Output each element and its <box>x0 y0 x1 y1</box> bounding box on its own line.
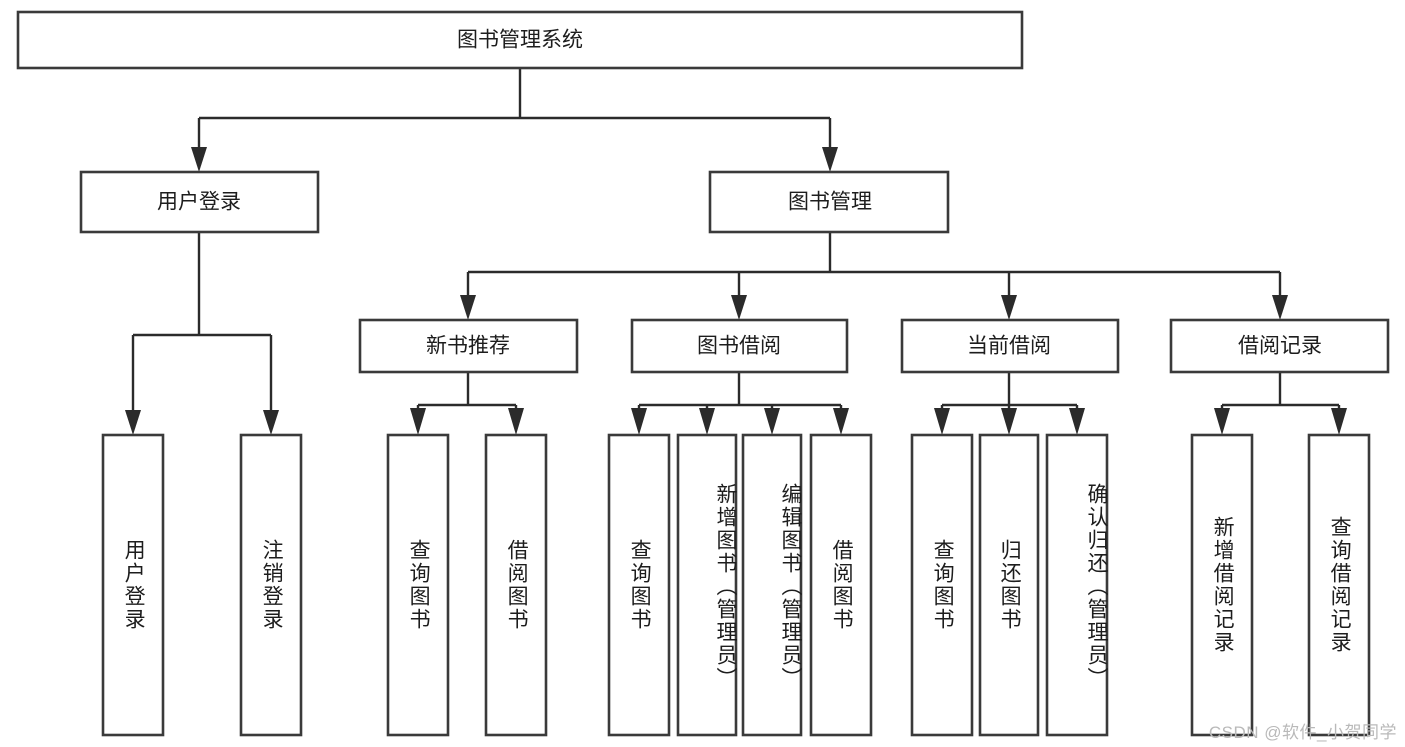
node-box-user-login[interactable] <box>79 170 320 234</box>
node-box-leaf-borrow-book-2[interactable] <box>809 433 873 737</box>
node-box-leaf-return-book[interactable] <box>978 433 1040 737</box>
node-box-leaf-add-record[interactable] <box>1190 433 1254 737</box>
arrow-user-login <box>191 147 207 172</box>
node-box-leaf-edit-book[interactable] <box>741 433 803 737</box>
node-box-book-borrow[interactable] <box>630 318 849 374</box>
arrow-leaf-edit-book <box>764 408 780 435</box>
node-box-leaf-query-book-3[interactable] <box>910 433 974 737</box>
arrow-leaf-return-book <box>1001 408 1017 435</box>
arrow-leaf-borrow-book-2 <box>833 408 849 435</box>
arrow-leaf-logout <box>263 410 279 435</box>
arrow-leaf-borrow-book-1 <box>508 408 524 435</box>
node-box-leaf-query-book-1[interactable] <box>386 433 450 737</box>
label-borrow-record: 借阅记录 <box>1238 335 1322 358</box>
node-box-borrow-record[interactable] <box>1169 318 1390 374</box>
arrow-leaf-confirm-return <box>1069 408 1085 435</box>
arrow-current-borrow <box>1001 295 1017 320</box>
node-box-current-borrow[interactable] <box>900 318 1120 374</box>
label-new-book-recommend: 新书推荐 <box>426 335 510 358</box>
arrow-leaf-add-record <box>1214 408 1230 435</box>
label-root: 图书管理系统 <box>457 29 583 52</box>
arrow-book-borrow <box>731 295 747 320</box>
node-box-leaf-query-record[interactable] <box>1307 433 1371 737</box>
arrow-leaf-query-record <box>1331 408 1347 435</box>
arrow-leaf-add-book <box>699 408 715 435</box>
arrow-leaf-query-book-1 <box>410 408 426 435</box>
node-box-leaf-borrow-book-1[interactable] <box>484 433 548 737</box>
horizontal-label-layer: 图书管理系统 用户登录 图书管理 新书推荐 图书借阅 当前借阅 借阅记录 <box>157 29 1322 358</box>
label-book-borrow: 图书借阅 <box>697 335 781 358</box>
node-box-leaf-add-book[interactable] <box>676 433 738 737</box>
node-box-leaf-confirm-return[interactable] <box>1045 433 1109 737</box>
arrow-leaf-query-book-2 <box>631 408 647 435</box>
node-box-root[interactable] <box>16 10 1024 70</box>
arrow-book-manage <box>822 147 838 172</box>
node-layer <box>16 10 1390 737</box>
node-box-book-manage[interactable] <box>708 170 950 234</box>
label-current-borrow: 当前借阅 <box>967 335 1051 358</box>
node-box-leaf-query-book-2[interactable] <box>607 433 671 737</box>
label-user-login: 用户登录 <box>157 191 241 214</box>
node-box-new-book-recommend[interactable] <box>358 318 579 374</box>
label-book-manage: 图书管理 <box>788 191 872 214</box>
arrow-borrow-record <box>1272 295 1288 320</box>
node-box-leaf-user-login[interactable] <box>101 433 165 737</box>
csdn-watermark: CSDN @软件_小贺同学 <box>1208 723 1397 742</box>
node-box-leaf-logout[interactable] <box>239 433 303 737</box>
arrow-new-book <box>460 295 476 320</box>
arrow-leaf-query-book-3 <box>934 408 950 435</box>
connector-layer <box>125 68 1347 435</box>
arrow-leaf-user-login <box>125 410 141 435</box>
